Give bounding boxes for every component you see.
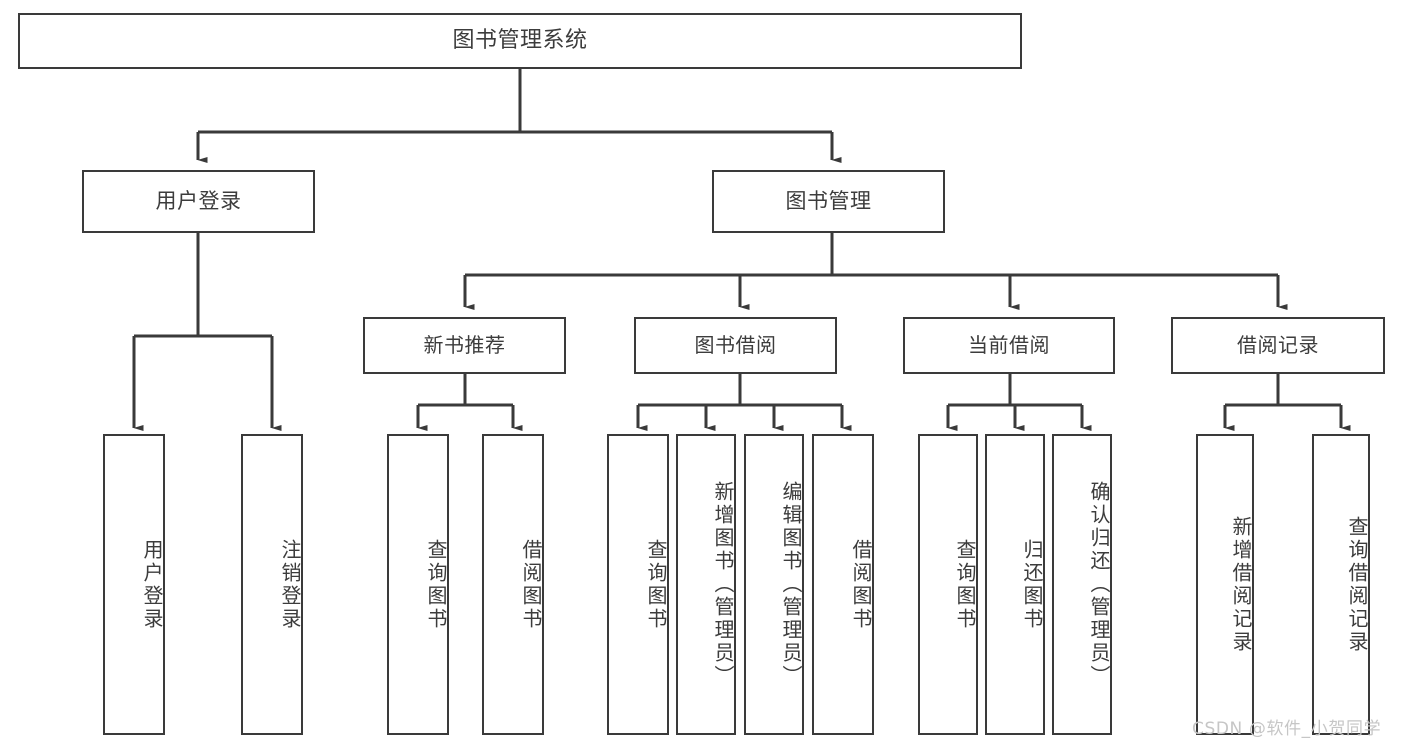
node-label: 图书管理系统 xyxy=(452,27,588,53)
node-label: 新增借阅记录 xyxy=(1229,515,1253,654)
node-current-borrow[interactable]: 当前借阅 xyxy=(903,317,1115,374)
leaf-user-login-login[interactable]: 用户登录 xyxy=(103,434,165,735)
node-new-book-recommend[interactable]: 新书推荐 xyxy=(363,317,566,374)
node-label: 查询借阅记录 xyxy=(1345,515,1369,654)
node-label: 查询图书 xyxy=(953,538,977,631)
node-label: 借阅图书 xyxy=(519,538,543,631)
leaf-borrow-add-book-admin[interactable]: 新增图书（管理员） xyxy=(676,434,736,735)
leaf-borrow-edit-book-admin[interactable]: 编辑图书（管理员） xyxy=(744,434,804,735)
node-label: 新书推荐 xyxy=(423,333,506,358)
node-label: 借阅图书 xyxy=(849,538,873,631)
node-label: 查询图书 xyxy=(424,538,448,631)
node-label: 归还图书 xyxy=(1020,538,1044,631)
node-book-management[interactable]: 图书管理 xyxy=(712,170,945,233)
leaf-borrow-query-book[interactable]: 查询图书 xyxy=(607,434,669,735)
node-label: 查询图书 xyxy=(644,538,668,631)
leaf-records-query-record[interactable]: 查询借阅记录 xyxy=(1312,434,1370,735)
node-label: 注销登录 xyxy=(278,538,302,631)
node-label: 编辑图书（管理员） xyxy=(779,481,803,688)
leaf-borrow-borrow-book[interactable]: 借阅图书 xyxy=(812,434,874,735)
node-label: 确认归还（管理员） xyxy=(1087,481,1111,688)
node-label: 当前借阅 xyxy=(968,333,1050,358)
leaf-recommend-query-book[interactable]: 查询图书 xyxy=(387,434,449,735)
node-root-system[interactable]: 图书管理系统 xyxy=(18,13,1022,69)
node-borrow-records[interactable]: 借阅记录 xyxy=(1171,317,1385,374)
node-label: 新增图书（管理员） xyxy=(711,481,735,688)
leaf-records-add-record[interactable]: 新增借阅记录 xyxy=(1196,434,1254,735)
node-label: 图书借阅 xyxy=(694,333,777,358)
leaf-user-login-logout[interactable]: 注销登录 xyxy=(241,434,303,735)
leaf-current-query-book[interactable]: 查询图书 xyxy=(918,434,978,735)
node-book-borrow[interactable]: 图书借阅 xyxy=(634,317,837,374)
node-label: 用户登录 xyxy=(155,188,242,213)
leaf-recommend-borrow-book[interactable]: 借阅图书 xyxy=(482,434,544,735)
node-label: 借阅记录 xyxy=(1237,333,1319,358)
node-label: 用户登录 xyxy=(140,538,164,631)
node-label: 图书管理 xyxy=(785,188,872,213)
node-user-login[interactable]: 用户登录 xyxy=(82,170,315,233)
leaf-current-return-book[interactable]: 归还图书 xyxy=(985,434,1045,735)
leaf-current-confirm-return-admin[interactable]: 确认归还（管理员） xyxy=(1052,434,1112,735)
